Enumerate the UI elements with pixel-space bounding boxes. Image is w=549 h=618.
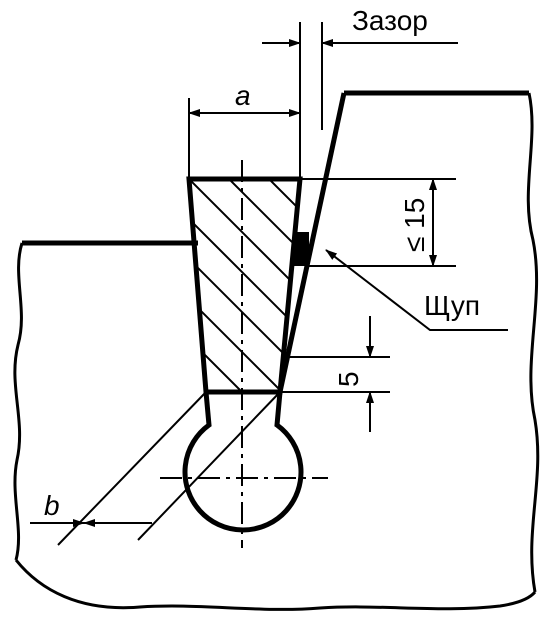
center-lines [160,160,328,548]
depth-label: ≤ 15 [399,198,430,252]
probe-label: Щуп [424,290,480,321]
dimension-five-label: 5 [333,371,364,387]
probe-leader [325,249,508,331]
dimension-a-label: a [235,80,251,111]
dimension-b-label: b [44,490,60,521]
left-part-outline [13,240,537,611]
probe-block [294,232,309,266]
gap-label: Зазор [352,5,428,36]
dimension-b [30,391,281,546]
wedge-section [186,176,303,395]
keyhole-slot [182,391,304,533]
right-part-outline [277,90,540,593]
wedge-hatching [189,179,300,392]
